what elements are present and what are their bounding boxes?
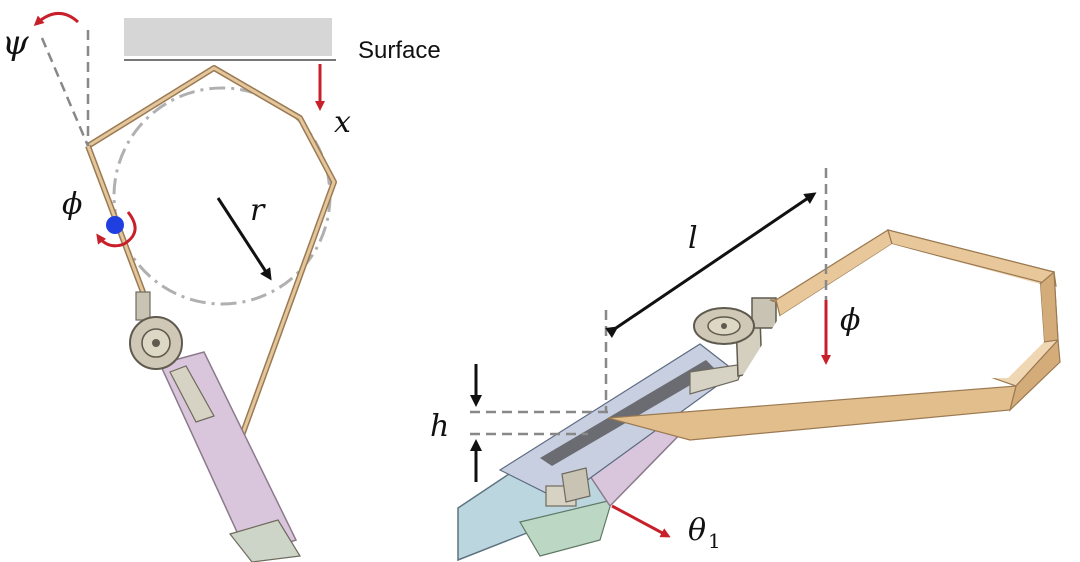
left-panel: Surface x ψ r ϕ bbox=[2, 12, 441, 562]
left-arm-lower bbox=[228, 519, 301, 562]
surface-block bbox=[124, 18, 332, 56]
arm-slot-dark bbox=[540, 360, 716, 466]
left-arm-block bbox=[169, 365, 215, 423]
flexure-strip-bottom bbox=[607, 385, 1017, 441]
pivot-point bbox=[106, 216, 124, 234]
theta-label: θ bbox=[688, 513, 706, 548]
flexure-strip-inner bbox=[740, 244, 1044, 380]
r-arrow bbox=[216, 197, 272, 281]
left-hinge-center bbox=[152, 339, 160, 347]
r-label: r bbox=[250, 193, 266, 228]
h-label: h bbox=[430, 409, 449, 444]
psi-label: ψ bbox=[2, 23, 29, 63]
phi-right-label: ϕ bbox=[840, 303, 860, 338]
phi-left-label: ϕ bbox=[62, 187, 82, 222]
psi-arrow bbox=[33, 12, 80, 27]
theta-subscript: 1 bbox=[708, 529, 721, 553]
hinge-disc-center bbox=[721, 323, 727, 329]
arm-bracket bbox=[561, 467, 591, 503]
surface-label: Surface bbox=[358, 37, 441, 64]
phi-rotation-arrow bbox=[96, 211, 137, 248]
arm-block bbox=[689, 363, 745, 395]
theta-arrow bbox=[611, 504, 671, 538]
l-arrow bbox=[605, 192, 817, 339]
x-label: x bbox=[334, 105, 351, 140]
flexure-strip-right bbox=[887, 229, 1057, 287]
hinge-bracket bbox=[751, 297, 777, 329]
l-label: l bbox=[688, 221, 698, 256]
right-panel: ϕ l h θ 1 bbox=[430, 168, 1061, 562]
psi-tilted-dash bbox=[40, 37, 90, 147]
left-stem-bracket bbox=[135, 291, 151, 321]
radius-circle bbox=[112, 86, 332, 306]
arm-green-plate bbox=[519, 499, 613, 557]
